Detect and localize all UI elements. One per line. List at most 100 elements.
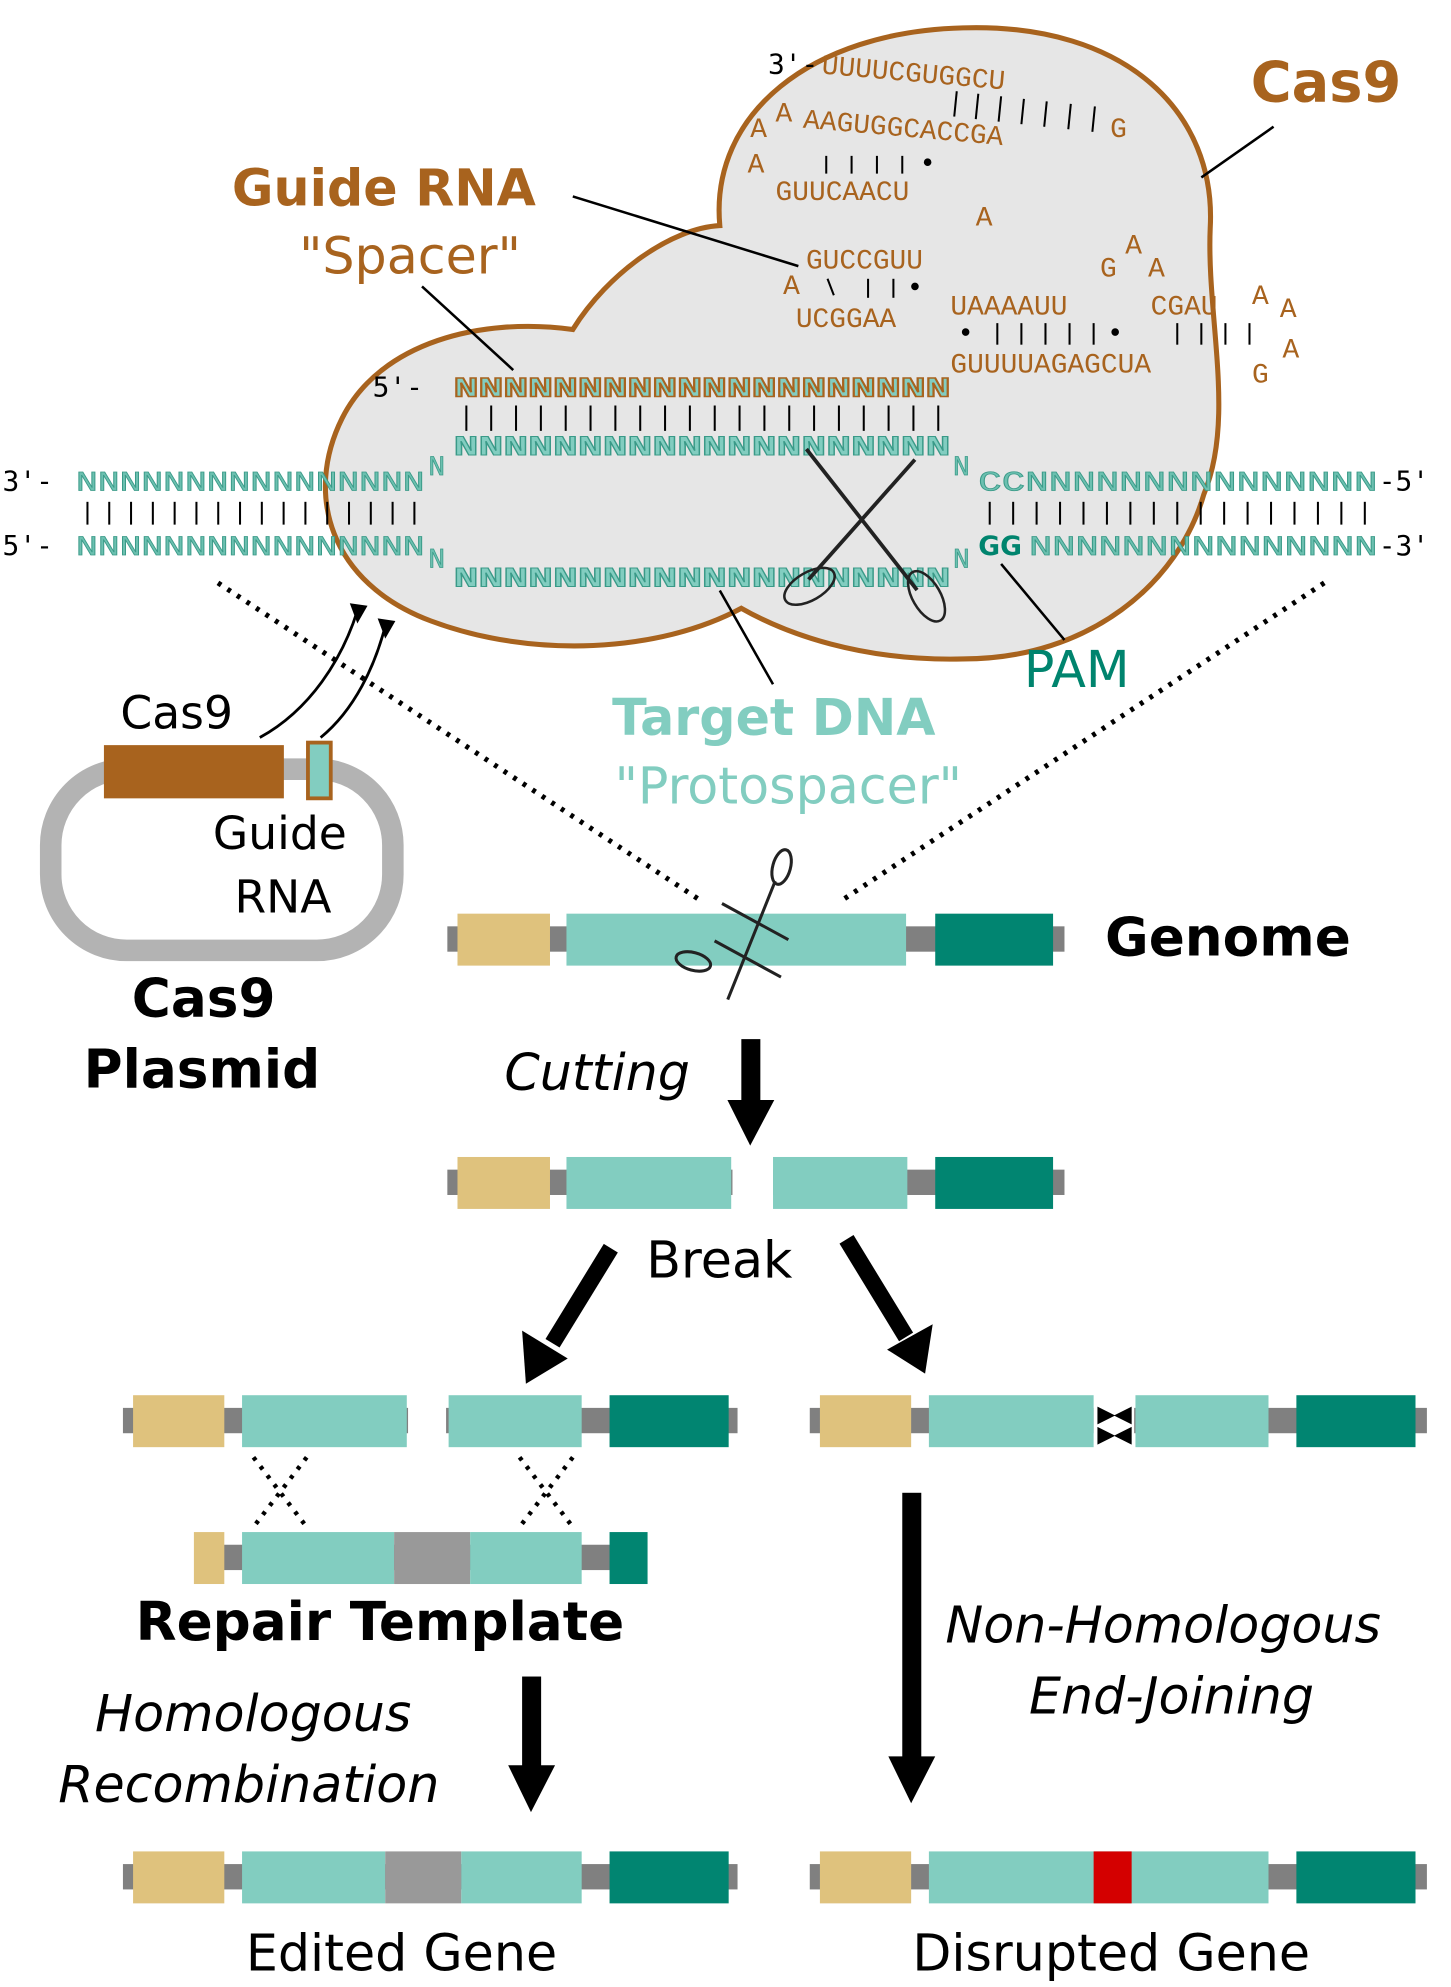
- spacer-label: "Spacer": [299, 227, 521, 286]
- spacer-sequence: NNNNNNNNNNNNNNNNNNNN: [454, 375, 951, 406]
- guide-rna-label: Guide RNA: [232, 158, 536, 217]
- rna-loop-a1: A: [750, 115, 767, 146]
- template-insert: [394, 1532, 471, 1585]
- rna-row3: GUUCAACU: [776, 178, 910, 209]
- hr-exon-1: [133, 1395, 225, 1448]
- edited-gene-label: Edited Gene: [246, 1924, 557, 1983]
- arrowhead-cas9-icon: [349, 603, 368, 624]
- plasmid-cas9-gene: [103, 745, 284, 799]
- rna-loop3-a2: A: [1280, 295, 1297, 326]
- rna-row5: UCGGAA: [796, 305, 897, 336]
- junction-n-left-top: N: [428, 453, 445, 484]
- base-pair-bond: [974, 93, 980, 120]
- expression-arrow-guide: [319, 625, 387, 739]
- cas9-leader-line: [1200, 125, 1275, 179]
- left-top-3prime: 3'-: [3, 464, 53, 497]
- rna-a-bulge: A: [976, 204, 993, 235]
- template-arm-right: [470, 1532, 582, 1585]
- base-pair-bond: [1020, 98, 1025, 125]
- left-duplex-bonds: [86, 501, 416, 525]
- cas9-protein-shape: [322, 25, 1222, 662]
- edited-exon-1: [133, 1851, 225, 1904]
- hr-arrow-icon: [508, 1676, 556, 1813]
- spacer-leader-line: [421, 285, 515, 371]
- rna-loop2-g: G: [1100, 254, 1117, 285]
- genome-target-exon: [566, 913, 907, 966]
- right-duplex-bonds: [988, 501, 1366, 525]
- template-arm-left: [242, 1532, 395, 1585]
- pam-label: PAM: [1024, 640, 1130, 699]
- genome-scissors-icon: [674, 848, 793, 1001]
- end-joining-arrows-icon: [1097, 1406, 1132, 1445]
- rna-cgau: CGAU: [1151, 292, 1218, 323]
- rna-row6: GUUUUAGAGCUA: [950, 351, 1151, 382]
- target-dna-leader-line: [718, 589, 775, 685]
- pam-leader-line: [1000, 563, 1066, 641]
- guide-rna-scaffold: 3'- UUUUCGUGGCU G A A A AAGUGGCACCGA GUU…: [748, 47, 1300, 391]
- plasmid-guide-label-2: RNA: [234, 870, 331, 923]
- edited-target-left: [242, 1851, 386, 1904]
- rna-row6-end: G: [1252, 361, 1269, 392]
- wobble-pair-dot: [961, 328, 970, 336]
- spacer-target-bonds: [465, 405, 940, 431]
- edited-target-right: [461, 1851, 582, 1904]
- base-pair-bond: [1043, 101, 1048, 127]
- rna-a-bulge2: A: [783, 272, 800, 303]
- right-top-sequence: CCNNNNNNNNNNNNNNN: [978, 468, 1377, 499]
- nhej-arrow-icon: [888, 1492, 936, 1804]
- guide-rna-leader-line: [572, 195, 799, 268]
- nontarget-strand-sequence: NNNNNNNNNNNNNNNNNNNN: [454, 565, 951, 596]
- base-pair-bond: [826, 278, 835, 296]
- template-exon-3: [609, 1532, 648, 1585]
- expression-arrow-cas9: [259, 610, 359, 739]
- disrupted-indel: [1093, 1851, 1132, 1904]
- disrupted-exon-1: [819, 1851, 912, 1904]
- rna-g-right: G: [1110, 115, 1127, 146]
- hr-target-left: [242, 1395, 407, 1448]
- hr-branch-arrow-icon: [522, 1243, 618, 1384]
- nhej-target-left: [928, 1395, 1094, 1448]
- cas9-label: Cas9: [1251, 50, 1402, 115]
- rna-loop-a2: A: [776, 100, 793, 131]
- left-top-sequence: NNNNNNNNNNNNNNNN: [76, 468, 424, 499]
- rna-loop3-a1: A: [1252, 282, 1269, 313]
- base-pair-bond: [1091, 106, 1096, 132]
- nhej-exon-3: [1296, 1395, 1416, 1448]
- crossover-right: [517, 1455, 575, 1529]
- rna-loop3-a3: A: [1282, 335, 1299, 366]
- genome-exon-3: [935, 913, 1054, 966]
- rna-row5b: UAAAAUU: [950, 292, 1067, 323]
- crossover-left: [251, 1455, 309, 1529]
- right-bottom-3prime: -3': [1379, 529, 1429, 562]
- protospacer-label: "Protospacer": [615, 756, 962, 815]
- break-exon-3: [935, 1156, 1054, 1209]
- cutting-arrow-icon: [727, 1039, 775, 1146]
- rna-base-pair-bonds: [825, 91, 1251, 345]
- left-bottom-5prime: 5'-: [3, 529, 53, 562]
- left-bottom-sequence: NNNNNNNNNNNNNNNN: [76, 533, 424, 564]
- plasmid-guide-rna-gene: [306, 740, 333, 801]
- rna-loop2-a1: A: [1125, 231, 1142, 262]
- cas9-plasmid: Cas9 Guide RNA Cas9 Plasmid: [39, 603, 404, 1100]
- disrupted-exon-3: [1296, 1851, 1416, 1904]
- junction-n-right-bottom: N: [953, 546, 970, 577]
- disrupted-gene-label: Disrupted Gene: [912, 1924, 1310, 1983]
- wobble-pair-dot: [911, 282, 919, 291]
- edited-insert: [385, 1851, 462, 1904]
- junction-n-right-top: N: [953, 453, 970, 484]
- target-strand-sequence: NNNNNNNNNNNNNNNNNNNN: [454, 433, 951, 464]
- rna-3prime-label: 3'-: [768, 47, 818, 80]
- target-dna-label: Target DNA: [612, 688, 935, 747]
- plasmid-title-2: Plasmid: [84, 1038, 321, 1100]
- wobble-pair-dot: [1111, 328, 1119, 336]
- right-bottom-sequence: NNNNNNNNNNNNNNN: [1029, 533, 1377, 564]
- base-pair-bond: [1067, 103, 1072, 130]
- plasmid-cas9-label: Cas9: [120, 687, 233, 740]
- nhej-label-2: End-Joining: [1029, 1666, 1314, 1725]
- template-exon-1: [193, 1532, 225, 1585]
- gene-tracks: [122, 913, 1427, 1904]
- rna-loop2-a2: A: [1148, 254, 1165, 285]
- hr-label-2: Recombination: [58, 1755, 439, 1814]
